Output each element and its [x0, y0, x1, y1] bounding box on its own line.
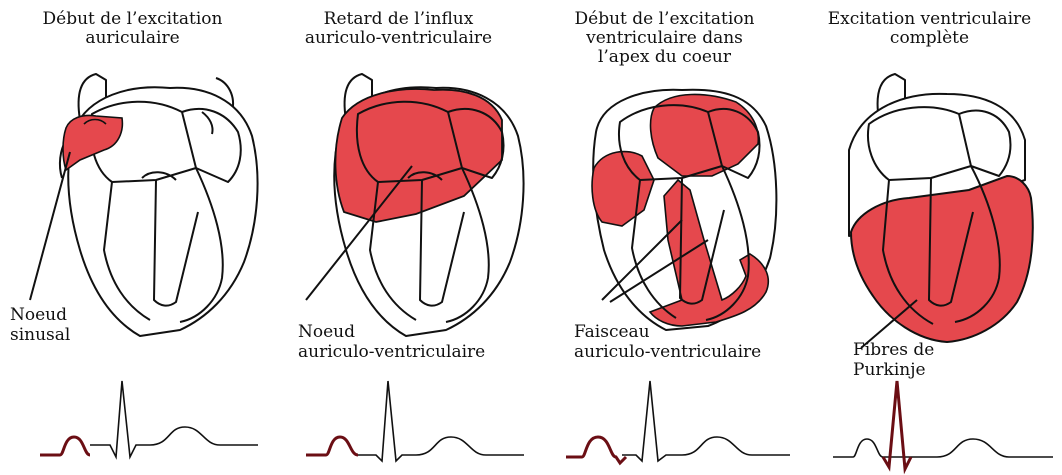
- pointer-line: [30, 152, 70, 300]
- heart-diagram: [797, 0, 1062, 380]
- structure-label: Noeud sinusal: [10, 305, 70, 345]
- ecg-highlight: [883, 381, 911, 469]
- ecg-highlight: [566, 437, 626, 463]
- stage-panel-4: Excitation ventriculaire complète Fibres…: [797, 0, 1062, 475]
- ecg-trace: [266, 375, 531, 475]
- structure-label-line: auriculo-ventriculaire: [574, 342, 761, 362]
- stage-panel-2: Retard de l’influx auriculo-ventriculair…: [266, 0, 531, 475]
- structure-label: Noeud auriculo-ventriculaire: [298, 322, 485, 362]
- structure-label-line: sinusal: [10, 325, 70, 345]
- structure-label-line: Faisceau: [574, 322, 761, 342]
- structure-label-line: Noeud: [10, 305, 70, 325]
- structure-label: Fibres de Purkinje: [853, 340, 934, 380]
- stage-panel-3: Début de l’excitation ventriculaire dans…: [532, 0, 797, 475]
- ecg-trace: [797, 375, 1062, 475]
- ecg-highlight: [40, 437, 90, 455]
- structure-label-line: auriculo-ventriculaire: [298, 342, 485, 362]
- structure-label-line: Noeud: [298, 322, 485, 342]
- ecg-trace: [0, 375, 265, 475]
- stage-panel-1: Début de l’excitation auriculaire Noeud …: [0, 0, 265, 475]
- structure-label-line: Fibres de: [853, 340, 934, 360]
- ecg-highlight: [306, 437, 358, 455]
- structure-label: Faisceau auriculo-ventriculaire: [574, 322, 761, 362]
- ecg-trace: [532, 375, 797, 475]
